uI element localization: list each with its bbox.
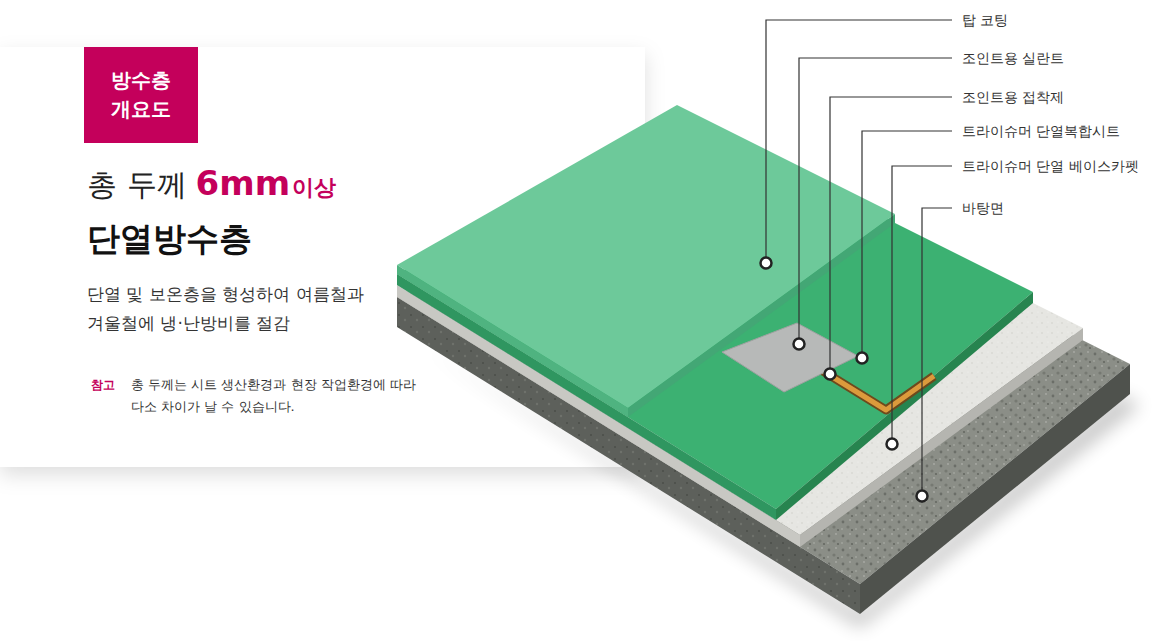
part-label-slot: 트라이슈머 단열복합시트 <box>962 122 1120 140</box>
description-text-slot: 단열 및 보온층을 형성하여 여름철과 겨울철에 냉·난방비를 절감 <box>87 280 379 338</box>
title-badge: 방수층 개요도 <box>84 47 198 143</box>
top-coating-front <box>397 265 628 417</box>
callout-dot <box>887 439 898 450</box>
part-label: 조인트용 접착제 <box>962 88 1064 106</box>
part-label-slot: 조인트용 실란트 <box>962 49 1064 67</box>
part-label: 트라이슈머 단열 베이스카펫 <box>962 157 1139 175</box>
composite-sheet-side <box>776 292 1033 520</box>
intro-panel: 총 두께6mm이상단열방수층단열 및 보온층을 형성하여 여름철과 겨울철에 냉… <box>0 47 645 467</box>
note-tag-slot: 참고 <box>91 377 115 394</box>
leader-lines <box>766 20 952 490</box>
part-label-slot: 탑 코팅 <box>962 11 1008 29</box>
leader-line <box>799 58 952 338</box>
callout-dots <box>761 258 928 502</box>
top-coating-layer <box>397 105 895 417</box>
note-tag: 참고 <box>91 377 115 394</box>
main-heading: 단열방수층 <box>87 217 252 262</box>
part-label: 바탕면 <box>962 199 1004 217</box>
joint-adhesive-edge <box>818 368 934 410</box>
callout-dot <box>917 491 928 502</box>
top-coating-side <box>628 214 895 417</box>
part-label-slot: 조인트용 접착제 <box>962 88 1064 106</box>
callout-dot <box>761 258 772 269</box>
note-text-slot: 총 두께는 시트 생산환경과 현장 작업환경에 따라 다소 차이가 날 수 있습… <box>131 374 427 418</box>
part-label: 탑 코팅 <box>962 11 1008 29</box>
leader-line <box>862 131 952 352</box>
leader-line <box>830 97 952 368</box>
part-label: 조인트용 실란트 <box>962 49 1064 67</box>
callout-dot <box>825 369 836 380</box>
part-label-slot: 트라이슈머 단열 베이스카펫 <box>962 157 1139 175</box>
note-text: 총 두께는 시트 생산환경과 현장 작업환경에 따라 다소 차이가 날 수 있습… <box>131 374 427 418</box>
main-heading-slot: 단열방수층 <box>87 217 252 262</box>
leader-line <box>766 20 952 257</box>
headline-row: 총 두께6mm이상 <box>87 163 336 206</box>
callout-dot <box>794 339 805 350</box>
part-label-slot: 바탕면 <box>962 199 1004 217</box>
callout-dot <box>857 353 868 364</box>
description-text: 단열 및 보온층을 형성하여 여름철과 겨울철에 냉·난방비를 절감 <box>87 280 379 338</box>
joint-adhesive <box>818 368 934 410</box>
headline-suffix: 이상 <box>292 173 336 203</box>
thickness-value: 6mm <box>196 163 291 203</box>
top-coating-top <box>397 105 895 408</box>
badge-text: 방수층 개요도 <box>101 66 181 124</box>
part-label: 트라이슈머 단열복합시트 <box>962 122 1120 140</box>
leader-line <box>922 208 952 490</box>
headline-text: 총 두께 <box>87 165 187 206</box>
